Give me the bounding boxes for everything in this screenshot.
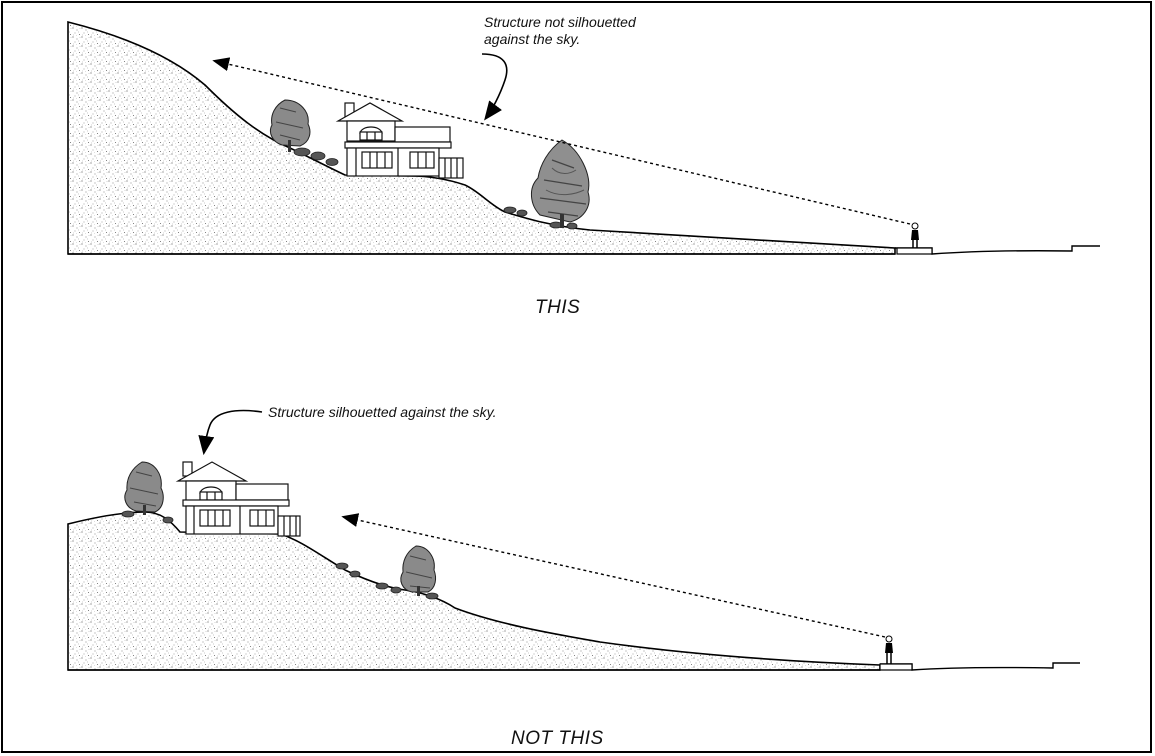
top-scene — [67, 20, 1100, 255]
bottom-house — [175, 461, 301, 537]
top-annotation-line-2: against the sky. — [484, 31, 581, 47]
top-annotation-text: Structure not silhouetted against the sk… — [484, 14, 636, 48]
top-curb — [896, 247, 933, 255]
top-annotation-line-1: Structure not silhouetted — [484, 14, 636, 30]
bottom-annotation-text: Structure silhouetted against the sky. — [268, 404, 497, 420]
top-house — [335, 102, 464, 179]
bottom-sightline-arrow — [341, 513, 886, 638]
bottom-shrubs — [121, 510, 439, 600]
top-observer-figure — [911, 222, 919, 248]
top-tree-large — [531, 139, 590, 228]
top-annotation-leader — [481, 53, 508, 121]
bottom-scene — [67, 409, 1080, 671]
bottom-curb — [879, 663, 913, 671]
bottom-tree-hilltop — [124, 461, 164, 515]
bottom-observer-figure — [885, 635, 893, 664]
top-hillside — [67, 20, 896, 255]
top-caption: THIS — [535, 297, 581, 318]
top-shrubs — [293, 147, 578, 230]
bottom-tree-slope — [400, 545, 437, 596]
bottom-annotation-leader — [198, 409, 263, 456]
top-tree-small — [269, 99, 311, 152]
bottom-caption: NOT THIS — [511, 728, 604, 749]
top-sightline-arrow — [212, 57, 911, 225]
bottom-hillside — [67, 511, 881, 671]
